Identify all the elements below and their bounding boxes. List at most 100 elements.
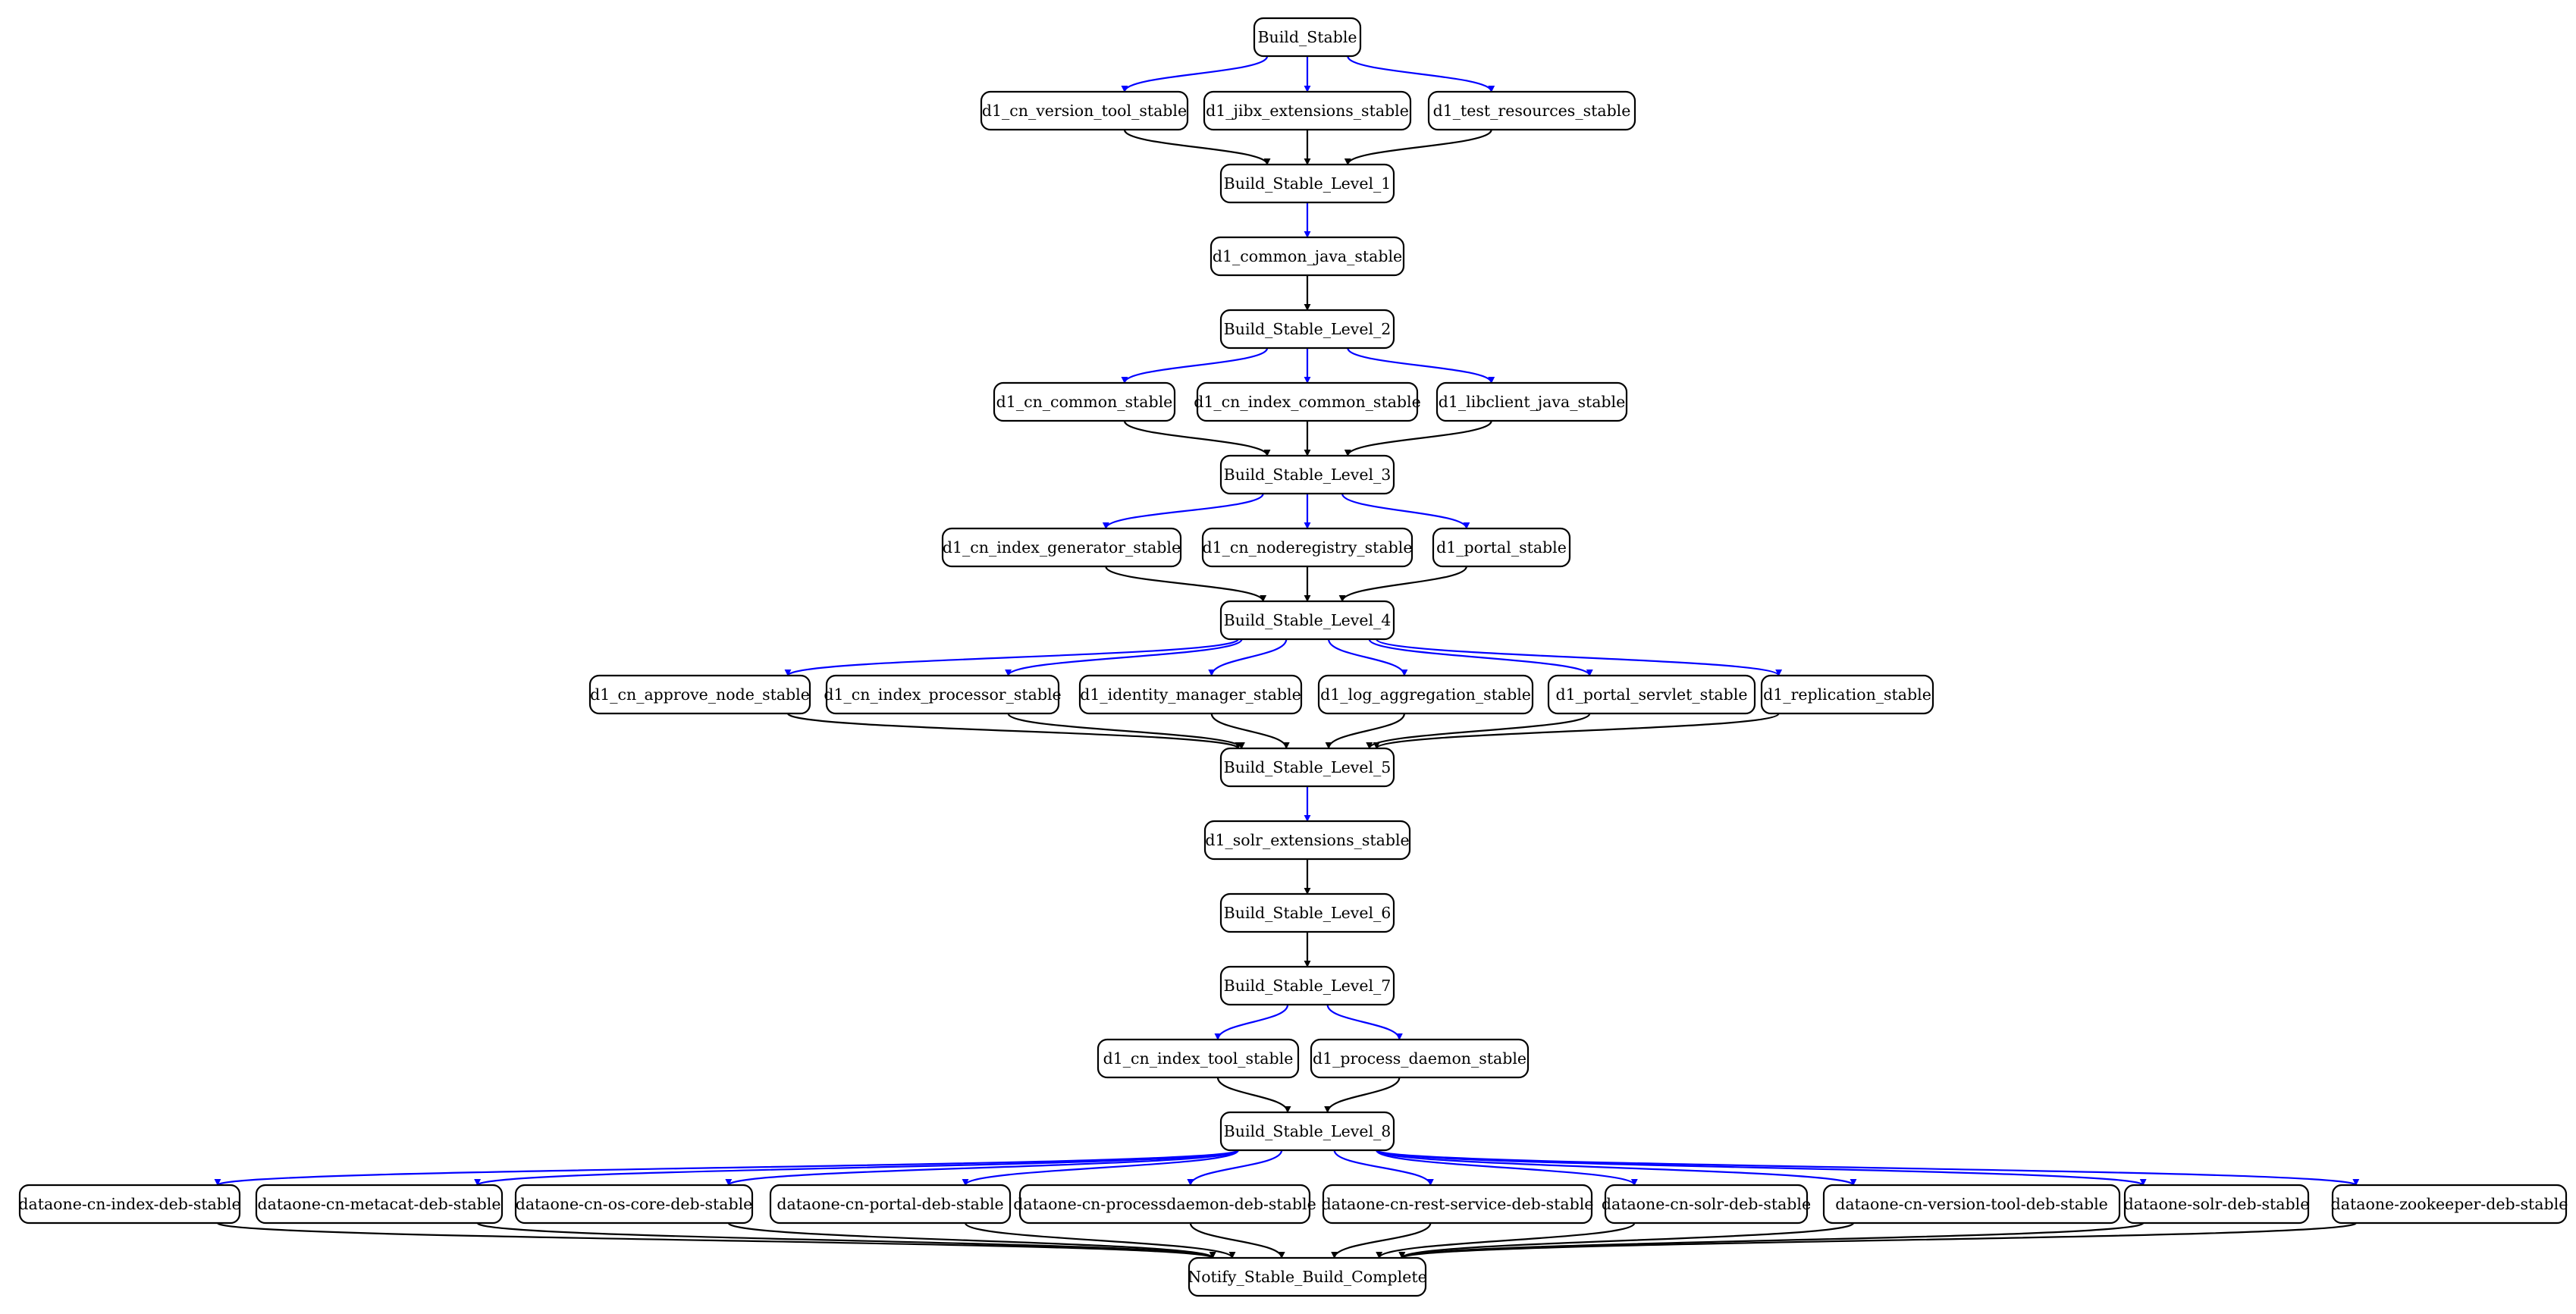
node-box xyxy=(1219,892,1395,933)
edge-ig-to-l4 xyxy=(1105,566,1267,602)
node-box xyxy=(1822,1184,2121,1225)
node-an: d1_cn_approve_node_stable xyxy=(588,674,811,715)
node-label: Notify_Stable_Build_Complete xyxy=(1188,1268,1426,1286)
edge-l4-to-rp xyxy=(1376,638,1782,677)
edge-l4-to-an xyxy=(784,638,1239,677)
node-label: d1_common_java_stable xyxy=(1213,247,1402,265)
edge-l8-to-d7 xyxy=(1376,1149,1638,1186)
node-box xyxy=(2331,1184,2568,1225)
node-label: d1_cn_index_generator_stable xyxy=(943,538,1181,557)
node-label: d1_solr_extensions_stable xyxy=(1205,831,1409,849)
node-vt: d1_cn_version_tool_stable xyxy=(980,90,1189,131)
node-label: dataone-cn-rest-service-deb-stable xyxy=(1322,1195,1594,1213)
edge-l8-to-d8 xyxy=(1376,1149,1857,1187)
node-label: Build_Stable_Level_8 xyxy=(1224,1122,1392,1140)
edge-d2-to-nt xyxy=(476,1221,1216,1259)
edge-d4-to-nt xyxy=(964,1221,1236,1259)
node-label: dataone-zookeeper-deb-stable xyxy=(2331,1195,2568,1213)
edge-l2-to-cc xyxy=(1121,347,1269,384)
node-d3: dataone-cn-os-core-deb-stable xyxy=(514,1184,754,1225)
node-label: Build_Stable_Level_4 xyxy=(1224,611,1392,629)
node-bs: Build_Stable xyxy=(1253,17,1362,58)
edge-d10-to-nt xyxy=(1398,1221,2357,1259)
node-ip: d1_cn_index_processor_stable xyxy=(824,674,1062,715)
node-box xyxy=(1219,454,1395,495)
node-box xyxy=(1435,381,1628,422)
edge-l4-to-la xyxy=(1327,638,1408,676)
edge-ip-to-l5 xyxy=(1007,713,1245,749)
node-label: d1_cn_common_stable xyxy=(996,393,1173,411)
node-d5: dataone-cn-processdaemon-deb-stable xyxy=(1013,1184,1316,1225)
edge-l3-to-ps xyxy=(1341,493,1470,529)
node-label: d1_cn_approve_node_stable xyxy=(590,685,810,704)
edge-d6-to-nt xyxy=(1331,1222,1432,1259)
edge-lj-to-l3 xyxy=(1344,420,1492,456)
node-box xyxy=(1219,1111,1395,1152)
edge-an-to-l5 xyxy=(786,712,1242,750)
node-box xyxy=(1097,1038,1300,1079)
node-im: d1_identity_manager_stable xyxy=(1078,674,1303,715)
node-box xyxy=(1219,309,1395,350)
edge-vt-to-l1 xyxy=(1123,129,1271,165)
node-box xyxy=(993,381,1176,422)
node-l1: Build_Stable_Level_1 xyxy=(1219,163,1395,204)
edge-tr-to-l1 xyxy=(1344,129,1492,165)
node-rp: d1_replication_stable xyxy=(1760,674,1934,715)
edge-cc-to-l3 xyxy=(1123,420,1271,456)
node-label: dataone-cn-solr-deb-stable xyxy=(1602,1195,1811,1213)
edge-rp-to-l5 xyxy=(1373,712,1780,750)
node-label: Build_Stable_Level_7 xyxy=(1224,977,1392,995)
node-d4: dataone-cn-portal-deb-stable xyxy=(769,1184,1012,1225)
node-l8: Build_Stable_Level_8 xyxy=(1219,1111,1395,1152)
edge-pd-to-l8 xyxy=(1324,1077,1401,1113)
node-label: dataone-cn-processdaemon-deb-stable xyxy=(1013,1195,1316,1213)
node-label: Build_Stable_Level_5 xyxy=(1224,758,1392,776)
node-box xyxy=(514,1184,754,1225)
node-cj: d1_common_java_stable xyxy=(1210,236,1405,277)
node-label: Build_Stable xyxy=(1257,28,1357,46)
node-d8: dataone-cn-version-tool-deb-stable xyxy=(1822,1184,2121,1225)
node-label: d1_portal_stable xyxy=(1436,538,1567,557)
node-label: dataone-solr-deb-stable xyxy=(2124,1195,2310,1213)
node-box xyxy=(1219,965,1395,1006)
node-label: d1_jibx_extensions_stable xyxy=(1206,102,1409,120)
node-box xyxy=(980,90,1189,131)
node-label: dataone-cn-metacat-deb-stable xyxy=(257,1195,500,1213)
node-box xyxy=(1322,1184,1593,1225)
node-label: dataone-cn-os-core-deb-stable xyxy=(516,1195,753,1213)
node-box xyxy=(18,1184,241,1225)
node-label: Build_Stable_Level_6 xyxy=(1224,904,1392,922)
node-pv: d1_portal_servlet_stable xyxy=(1547,674,1756,715)
node-label: d1_cn_index_tool_stable xyxy=(1103,1049,1294,1068)
edge-d7-to-nt xyxy=(1376,1222,1636,1259)
node-label: dataone-cn-index-deb-stable xyxy=(18,1195,240,1213)
node-box xyxy=(1760,674,1934,715)
edge-d8-to-nt xyxy=(1398,1221,1855,1259)
node-box xyxy=(1203,90,1412,131)
node-label: d1_cn_index_processor_stable xyxy=(824,685,1061,704)
node-box xyxy=(1188,1256,1427,1297)
edge-l8-to-d9 xyxy=(1376,1149,2147,1187)
edge-l4-to-im xyxy=(1208,638,1288,676)
node-box xyxy=(825,674,1060,715)
node-box xyxy=(1432,527,1571,568)
node-label: Build_Stable_Level_1 xyxy=(1224,174,1392,193)
node-box xyxy=(1317,674,1534,715)
edge-d3-to-nt xyxy=(727,1221,1216,1259)
node-box xyxy=(255,1184,504,1225)
node-d6: dataone-cn-rest-service-deb-stable xyxy=(1322,1184,1594,1225)
node-label: dataone-cn-portal-deb-stable xyxy=(777,1195,1003,1213)
node-l2: Build_Stable_Level_2 xyxy=(1219,309,1395,350)
node-box xyxy=(1219,163,1395,204)
edge-ps-to-l4 xyxy=(1338,566,1468,602)
node-box xyxy=(1203,820,1411,861)
node-d1: dataone-cn-index-deb-stable xyxy=(18,1184,241,1225)
edge-l7-to-pd xyxy=(1326,1004,1403,1040)
node-box xyxy=(1547,674,1756,715)
node-jx: d1_jibx_extensions_stable xyxy=(1203,90,1412,131)
node-lj: d1_libclient_java_stable xyxy=(1435,381,1628,422)
edge-l3-to-ig xyxy=(1102,493,1264,529)
node-label: d1_cn_index_common_stable xyxy=(1194,393,1420,411)
node-box xyxy=(1201,527,1414,568)
node-l6: Build_Stable_Level_6 xyxy=(1219,892,1395,933)
